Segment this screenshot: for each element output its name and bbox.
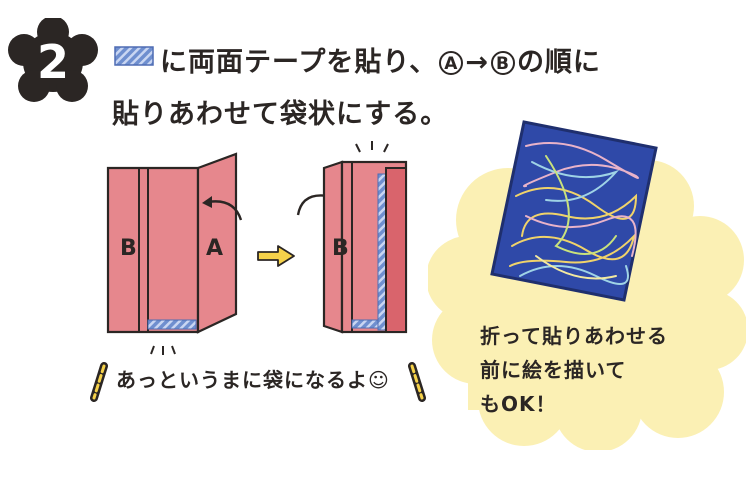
instruction-text: に両面テープを貼り、 xyxy=(160,47,438,78)
caption-bag-done: あっというまに袋になるよ☺ xyxy=(116,368,390,392)
panel-label-b-right: B xyxy=(332,236,349,261)
cloud-note-line-1: 折って貼りあわせる xyxy=(480,324,668,348)
caption-dash-right-icon xyxy=(408,362,426,402)
instruction-line-2: 貼りあわせて袋状にする。 xyxy=(112,99,449,130)
panel-label-b-left: B xyxy=(120,236,137,261)
label-a-circle: A xyxy=(439,51,464,75)
instruction-arrow: → xyxy=(465,47,489,78)
double-sided-tape-icon xyxy=(114,46,154,66)
cloud-note-line-2: 前に絵を描いて xyxy=(480,358,627,382)
cloud-note-line-3: もOK！ xyxy=(480,392,557,416)
label-b-circle: B xyxy=(490,51,515,75)
instruction-text-after: の順に xyxy=(516,47,601,78)
caption-dash-left-icon xyxy=(90,362,108,402)
step-number: 2 xyxy=(36,35,69,89)
panel-label-a: A xyxy=(206,236,224,261)
crayon-drawing-sample xyxy=(490,120,658,302)
figure-unfolded-bag xyxy=(106,152,243,355)
next-arrow-icon xyxy=(257,245,295,267)
figure-folded-bag xyxy=(296,141,408,334)
step-badge-flower-icon xyxy=(8,18,98,102)
